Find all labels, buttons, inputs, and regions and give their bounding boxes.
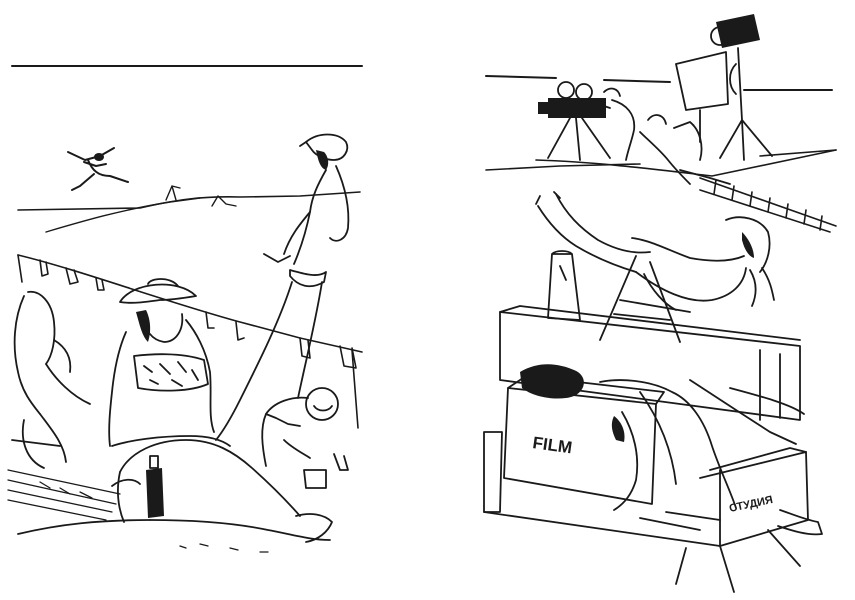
- child-with-bucket: [261, 387, 349, 489]
- running-figure: [67, 147, 129, 191]
- beach-mat: [7, 469, 269, 553]
- crate-label-film: FILM: [531, 433, 573, 457]
- shoreline: [17, 191, 361, 211]
- woman-in-sunhat: [108, 278, 231, 447]
- lounging-actress: [535, 191, 775, 343]
- dune-line: [45, 197, 201, 233]
- left-panel-beach-scene: [7, 65, 363, 553]
- right-panel-film-set: FILM СТУДИЯ: [483, 14, 837, 593]
- megaphone: [547, 250, 581, 321]
- horizon-line-right: [485, 75, 833, 91]
- reflector-screen: [675, 51, 729, 143]
- film-crew: [639, 114, 731, 185]
- kneeling-woman: [11, 290, 91, 469]
- studio-spotlight: [710, 14, 773, 161]
- dolly-track: [485, 149, 837, 233]
- reclining-figure: [17, 439, 333, 543]
- standing-man: [215, 133, 350, 441]
- stage-platform: [499, 305, 801, 421]
- cameraman: [597, 87, 636, 161]
- film-crate: [503, 364, 737, 511]
- movie-camera: [538, 81, 611, 161]
- distant-boat: [211, 195, 237, 207]
- box-label-studio: СТУДИЯ: [728, 494, 774, 515]
- distant-post: [165, 185, 181, 201]
- base-crates: [483, 379, 823, 593]
